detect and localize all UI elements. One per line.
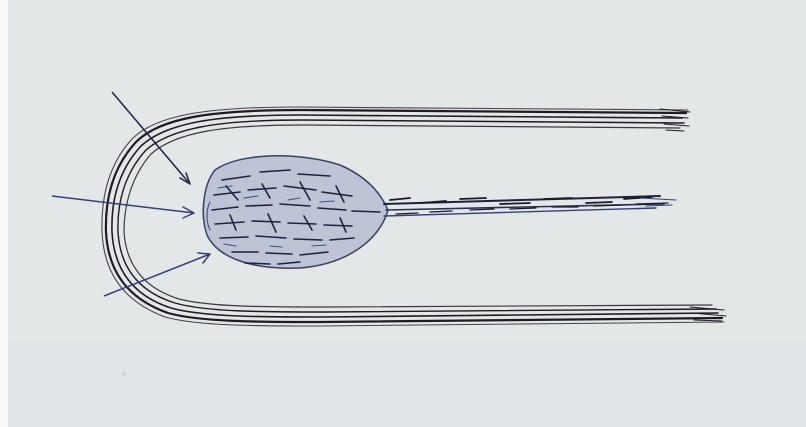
paper-speck (122, 372, 126, 376)
paper-shadow-bottom (8, 340, 806, 427)
